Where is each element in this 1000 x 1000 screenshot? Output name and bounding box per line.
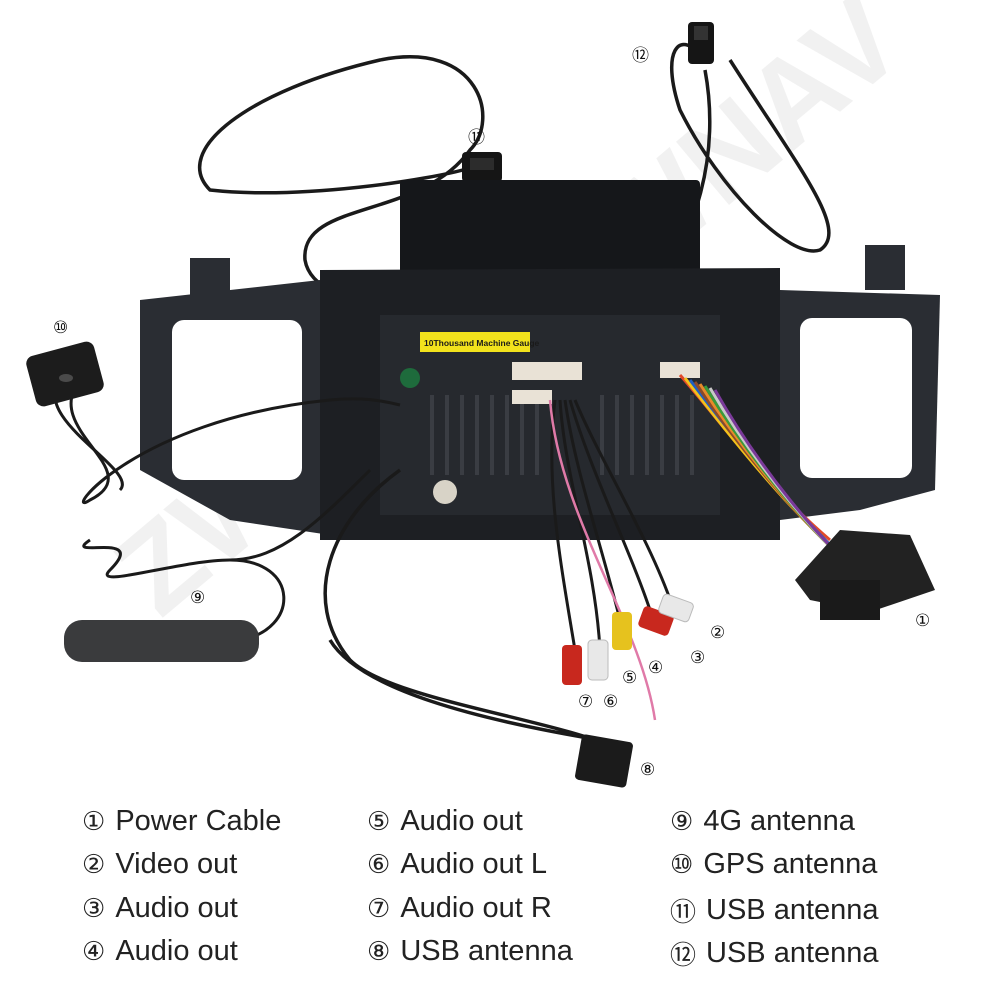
legend-item: ⑩ GPS antenna — [670, 848, 877, 881]
legend-label: USB antenna — [706, 937, 879, 969]
legend-number: ⑥ — [367, 849, 391, 880]
callout-2: ② — [710, 623, 726, 643]
rca-plug-white — [658, 593, 694, 623]
callout-10: ⑩ — [53, 318, 69, 338]
dash-frame — [140, 245, 940, 535]
legend-label: Video out — [115, 848, 238, 880]
callout-1: ① — [915, 611, 931, 631]
callout-11: ⑪ — [468, 128, 485, 148]
rca-plug-white — [587, 639, 609, 681]
legend-item: ⑦ Audio out R — [367, 892, 552, 925]
legend-label: Audio out — [400, 805, 523, 837]
legend: ① Power Cable ② Video out ③ Audio out ④ … — [0, 800, 1000, 1000]
legend-label: Power Cable — [115, 805, 282, 837]
legend-number: ⑦ — [367, 893, 391, 924]
callout-6: ⑥ — [603, 692, 619, 712]
usb-antenna-cable-8 — [323, 468, 633, 788]
legend-number: ⑨ — [670, 806, 694, 837]
legend-number: ③ — [82, 893, 106, 924]
callout-12: ⑫ — [632, 46, 649, 66]
legend-item: ⑨ 4G antenna — [670, 805, 855, 838]
head-unit-wiring-photo: ZWNAV ZWNAV — [26, 0, 940, 788]
screen-back — [400, 180, 700, 275]
callout-4: ④ — [648, 658, 664, 678]
legend-item: ⑧ USB antenna — [367, 935, 573, 968]
legend-label: 4G antenna — [703, 805, 855, 837]
legend-label: Audio out — [115, 892, 238, 924]
callout-5: ⑤ — [622, 668, 638, 688]
fan-label — [433, 480, 457, 504]
legend-item: ① Power Cable — [82, 805, 281, 838]
spec-sticker-text: 10Thousand Machine Gauge — [424, 338, 540, 348]
4g-antenna-9 — [64, 468, 372, 662]
legend-number: ⑩ — [670, 849, 694, 880]
legend-item: ⑤ Audio out — [367, 805, 523, 838]
legend-label: Audio out L — [400, 848, 548, 880]
rca-plug-red — [562, 645, 582, 685]
legend-item: ⑪ USB antenna — [670, 892, 879, 929]
legend-label: USB antenna — [400, 935, 573, 967]
legend-item: ② Video out — [82, 848, 237, 881]
callout-3: ③ — [690, 648, 706, 668]
legend-number: ⑧ — [367, 936, 391, 967]
legend-item: ④ Audio out — [82, 935, 238, 968]
rca-bundle — [548, 399, 694, 721]
callout-8: ⑧ — [640, 760, 656, 780]
legend-number: ① — [82, 806, 106, 837]
connector-block — [512, 362, 582, 380]
legend-number: ② — [82, 849, 106, 880]
legend-label: GPS antenna — [703, 848, 878, 880]
connector-block — [660, 362, 700, 378]
power-harness-1 — [678, 374, 935, 620]
connector-block — [512, 390, 552, 404]
legend-item: ⑥ Audio out L — [367, 848, 547, 881]
gps-port — [400, 368, 420, 388]
usb-antenna-cable-11 — [197, 55, 502, 312]
legend-label: Audio out R — [400, 892, 552, 924]
legend-number: ⑫ — [670, 941, 697, 971]
legend-label: Audio out — [115, 935, 238, 967]
legend-item: ⑫ USB antenna — [670, 935, 879, 972]
pink-wire — [548, 399, 657, 721]
gps-antenna-10 — [26, 341, 401, 505]
legend-number: ⑤ — [367, 806, 391, 837]
callout-7: ⑦ — [578, 692, 594, 712]
legend-label: USB antenna — [706, 894, 879, 926]
rca-plug-yellow — [612, 612, 632, 650]
callout-9: ⑨ — [190, 588, 206, 608]
legend-number: ⑪ — [670, 898, 697, 928]
spec-sticker — [420, 332, 530, 352]
legend-number: ④ — [82, 936, 106, 967]
legend-item: ③ Audio out — [82, 892, 238, 925]
